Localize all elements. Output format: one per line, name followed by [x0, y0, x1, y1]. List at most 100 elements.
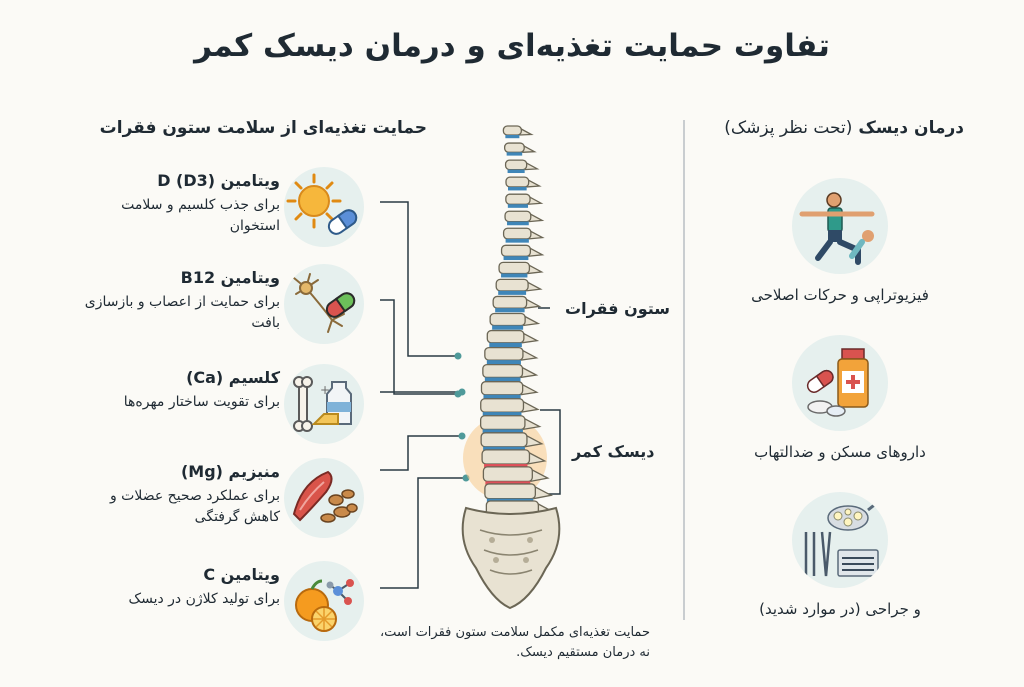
- nutrition-item-vitamin-b12: ویتامین B12 برای حمایت از اعصاب و بازساز…: [80, 264, 364, 366]
- nutrition-heading: حمایت تغذیه‌ای از سلامت ستون فقرات: [99, 118, 427, 138]
- bone-milk-cheese-icon: +: [284, 364, 364, 444]
- nutrition-item-magnesium: منیزیم (Mg) برای عملکرد صحیح عضلات و کاه…: [80, 458, 364, 560]
- calcium-desc: برای تقویت ساختار مهره‌ها: [123, 394, 280, 410]
- vertebra-process: [520, 366, 539, 379]
- surgery-label: و جراحی (در موارد شدید): [759, 600, 921, 618]
- nutrition-item-calcium: کلسیم (Ca) برای تقویت ساختار مهره‌ها +: [80, 364, 364, 466]
- intervertebral-disc: [498, 290, 527, 295]
- intervertebral-disc: [501, 273, 528, 278]
- vertebra-process: [528, 229, 545, 240]
- intervertebral-disc: [507, 169, 525, 174]
- vertebra-process: [524, 297, 542, 309]
- vitamin-b12-name: ویتامین B12: [180, 268, 280, 287]
- vitamin-d-name: ویتامین D (D3): [157, 171, 280, 190]
- intervertebral-disc: [505, 238, 529, 243]
- vertebra: [502, 125, 523, 136]
- intervertebral-disc: [482, 412, 522, 417]
- vertebra: [479, 415, 526, 431]
- vertebra: [480, 432, 528, 448]
- vertebra-process: [530, 468, 550, 483]
- vertebra: [482, 466, 533, 483]
- treatment-heading-main: درمان دیسک: [858, 118, 964, 138]
- muscle-and-nuts-icon: [284, 458, 364, 538]
- treatment-heading: درمان دیسک (تحت نظر پزشک): [724, 118, 964, 138]
- intervertebral-disc: [507, 204, 529, 208]
- vertebra-process: [526, 178, 542, 188]
- spine-illustration: [380, 125, 561, 610]
- vertebra: [503, 142, 525, 153]
- vertebra: [482, 363, 524, 379]
- intervertebral-disc: [495, 308, 525, 313]
- vertebra: [498, 261, 531, 275]
- vertebra-process: [525, 280, 543, 292]
- magnesium-name: منیزیم (Mg): [180, 462, 280, 481]
- vertebra-process: [527, 263, 544, 275]
- physiotherapy-icon: [792, 178, 888, 274]
- intervertebral-disc: [507, 221, 529, 226]
- svg-text:+: +: [320, 383, 330, 397]
- vertebra-process: [528, 212, 545, 223]
- vitamin-c-name: ویتامین C: [203, 565, 280, 584]
- vertebra-process: [521, 144, 537, 153]
- vertebra: [500, 244, 532, 257]
- intervertebral-disc: [483, 394, 521, 400]
- vertebra-process: [527, 451, 547, 465]
- vertebra-process: [524, 161, 540, 171]
- vertebra-process: [520, 349, 539, 361]
- treatment-item-surgery: و جراحی (در موارد شدید): [690, 492, 990, 618]
- vertebra-process: [521, 331, 540, 344]
- intervertebral-disc: [483, 446, 525, 452]
- vertebra: [502, 227, 532, 240]
- intervertebral-disc: [503, 256, 529, 261]
- intervertebral-disc: [489, 342, 522, 348]
- vitamin-d-desc: برای جذب کلسیم و سلامت استخوان: [121, 197, 280, 234]
- orange-and-molecule-icon: [284, 561, 364, 641]
- vitamin-c-desc: برای تولید کلاژن در دیسک: [128, 591, 280, 607]
- vertebra-process: [533, 485, 554, 500]
- vertebra: [480, 381, 524, 396]
- footnote: حمایت تغذیه‌ای مکمل سلامت ستون فقرات است…: [379, 625, 650, 660]
- vertebra-process: [527, 195, 544, 205]
- medication-icon: [792, 335, 888, 431]
- vertebra-process: [528, 246, 545, 257]
- intervertebral-disc: [506, 152, 523, 156]
- intervertebral-disc: [484, 377, 521, 382]
- vertebra: [489, 312, 526, 327]
- vertebra: [480, 398, 525, 413]
- physiotherapy-label: فیزیوتراپی و حرکات اصلاحی: [751, 286, 929, 304]
- vertebra: [504, 210, 532, 223]
- intervertebral-disc: [492, 325, 524, 330]
- treatment-item-medication: داروهای مسکن و ضدالتهاب: [690, 335, 990, 461]
- sun-and-capsule-icon: [284, 167, 364, 247]
- vertebra: [505, 193, 531, 205]
- intervertebral-disc: [486, 360, 521, 365]
- vertebrae-stack: [479, 125, 557, 517]
- intervertebral-disc: [508, 186, 527, 191]
- vertebra: [484, 483, 536, 500]
- vertebra: [484, 346, 524, 361]
- vitamin-b12-desc: برای حمایت از اعصاب و بازسازی بافت: [84, 294, 280, 331]
- vertebra: [504, 159, 528, 171]
- nutrition-item-vitamin-d: ویتامین D (D3) برای جذب کلسیم و سلامت اس…: [80, 167, 364, 269]
- spine-label: ستون فقرات: [565, 299, 671, 318]
- vertebra-process: [521, 400, 540, 413]
- vertebra-process: [522, 417, 542, 431]
- vertebra: [495, 278, 529, 292]
- nutrition-item-vitamin-c: ویتامین C برای تولید کلاژن در دیسک: [80, 561, 364, 663]
- calcium-name: کلسیم (Ca): [186, 368, 280, 387]
- vertebra-process: [520, 383, 539, 396]
- column-divider: [683, 120, 685, 620]
- vertebra: [481, 449, 531, 465]
- intervertebral-disc: [482, 429, 523, 435]
- disc-label: دیسک کمر: [572, 442, 655, 461]
- treatment-heading-note: (تحت نظر پزشک): [724, 118, 853, 138]
- surgery-tools-icon: [792, 492, 888, 588]
- page-title: تفاوت حمایت تغذیه‌ای و درمان دیسک کمر: [194, 28, 830, 64]
- intervertebral-disc: [505, 135, 520, 139]
- vertebra-process: [519, 127, 534, 136]
- treatment-item-physiotherapy: فیزیوتراپی و حرکات اصلاحی: [690, 178, 990, 304]
- vertebra: [492, 295, 528, 309]
- medication-label: داروهای مسکن و ضدالتهاب: [754, 443, 926, 461]
- vertebra-process: [524, 434, 544, 448]
- vertebra: [486, 329, 525, 344]
